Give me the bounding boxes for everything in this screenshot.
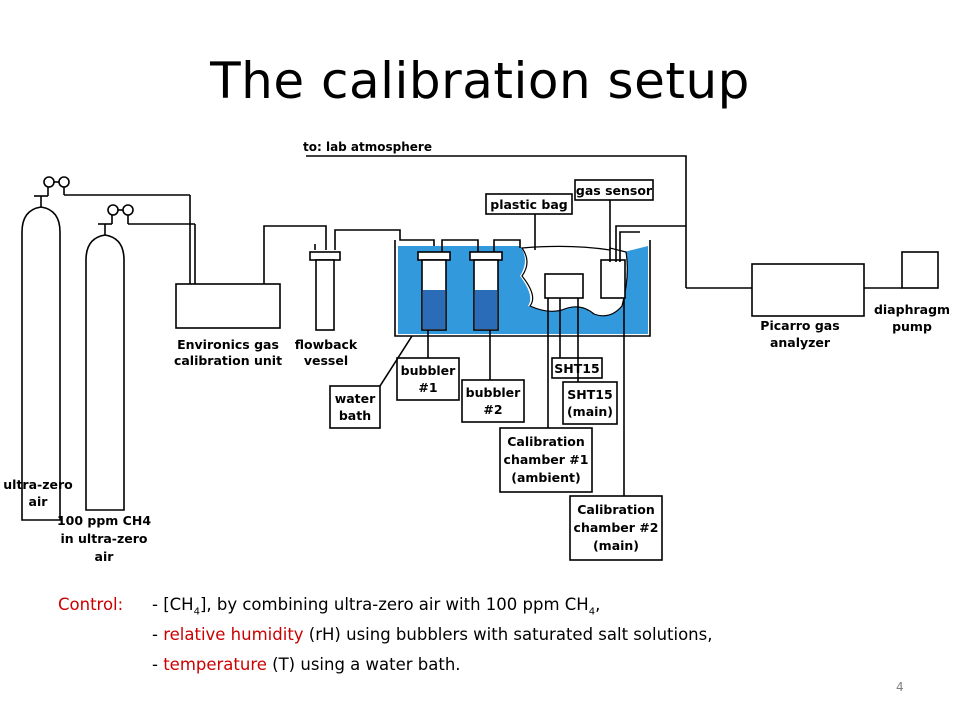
sht15-ambient-label: SHT15 <box>554 361 599 376</box>
bubbler-2-label-2: #2 <box>483 402 502 417</box>
cylinder-100ppm-ch4 <box>85 204 195 511</box>
to-lab-atmosphere-label: to: lab atmosphere <box>303 140 432 154</box>
cylinder-1-label-2: air <box>29 494 49 509</box>
control-line-1-sub: 4 <box>193 606 200 618</box>
cylinder-2-label-3: air <box>95 549 115 564</box>
environics-unit-box <box>175 283 281 329</box>
control-line-1: - [CH4], by combining ultra-zero air wit… <box>152 595 600 617</box>
diaphragm-pump-box <box>901 251 939 289</box>
cylinder-2-label-1: 100 ppm CH4 <box>57 513 151 528</box>
chamber-2-box <box>600 259 626 299</box>
control-line-2-highlight: relative humidity <box>163 625 304 644</box>
water-bath-label-2: bath <box>339 408 371 423</box>
chamber-2-label-3: (main) <box>593 538 639 553</box>
sht15-main-label-1: SHT15 <box>567 387 612 402</box>
bubbler-2-label-1: bubbler <box>466 385 522 400</box>
chamber-2-label-2: chamber #2 <box>574 520 659 535</box>
flowback-label-1: flowback <box>295 337 358 352</box>
control-line-1-sub2: 4 <box>588 606 596 618</box>
picarro-label-1: Picarro gas <box>760 318 839 333</box>
control-line-3-dash: - <box>152 655 164 674</box>
control-line-1-a: - [CH <box>152 595 194 614</box>
cylinder-ultra-zero-air <box>21 176 190 521</box>
gas-sensor-label-box <box>574 179 654 201</box>
water-bath-label-box <box>329 385 381 429</box>
bubbler-1-label-2: #1 <box>418 380 437 395</box>
sht15-main-label-2: (main) <box>567 404 613 419</box>
bubbler-2-label-box <box>461 379 525 423</box>
chamber-1-label-1: Calibration <box>507 434 584 449</box>
chamber-1-label-box <box>499 427 593 493</box>
picarro-analyzer-box <box>751 263 865 317</box>
chamber-1-label-2: chamber #1 <box>504 452 589 467</box>
control-line-3-highlight: temperature <box>163 655 267 674</box>
pump-label-1: diaphragm <box>874 302 950 317</box>
page-number: 4 <box>896 680 904 694</box>
control-line-1-c: , <box>595 595 601 614</box>
control-line-3: - temperature (T) using a water bath. <box>152 655 461 674</box>
environics-label-1: Environics gas <box>177 337 279 352</box>
flowback-vessel <box>309 244 341 331</box>
control-line-2-dash: - <box>152 625 164 644</box>
water-bath-label-1: water <box>335 391 376 406</box>
cylinder-2-label-2: in ultra-zero <box>61 531 148 546</box>
chamber-1-label-3: (ambient) <box>511 470 580 485</box>
control-line-1-b: ], by combining ultra-zero air with 100 … <box>199 595 589 614</box>
control-line-2: - relative humidity (rH) using bubblers … <box>152 625 712 644</box>
picarro-label-2: analyzer <box>770 335 831 350</box>
gas-sensor-label: gas sensor <box>576 183 653 198</box>
bubbler-1-label-1: bubbler <box>401 363 457 378</box>
plastic-bag-label: plastic bag <box>490 197 567 212</box>
chamber-1-box <box>544 273 584 299</box>
flowback-label-2: vessel <box>304 353 348 368</box>
chamber-2-label-1: Calibration <box>577 502 654 517</box>
cylinder-1-label-1: ultra-zero <box>3 477 73 492</box>
sht15-main-label-box <box>562 381 618 425</box>
bubbler-1 <box>417 251 451 331</box>
water-bath-water <box>398 246 648 334</box>
plastic-bag-label-box <box>485 193 573 215</box>
control-line-3-rest: (T) using a water bath. <box>266 655 461 674</box>
sht15-ambient-label-box <box>551 357 603 379</box>
control-label: Control: <box>58 595 124 614</box>
slide-title: The calibration setup <box>210 52 750 110</box>
bubbler-2 <box>469 251 503 331</box>
control-line-2-rest: (rH) using bubblers with saturated salt … <box>303 625 713 644</box>
pump-label-2: pump <box>892 319 932 334</box>
chamber-2-label-box <box>569 495 663 561</box>
environics-label-2: calibration unit <box>174 353 282 368</box>
